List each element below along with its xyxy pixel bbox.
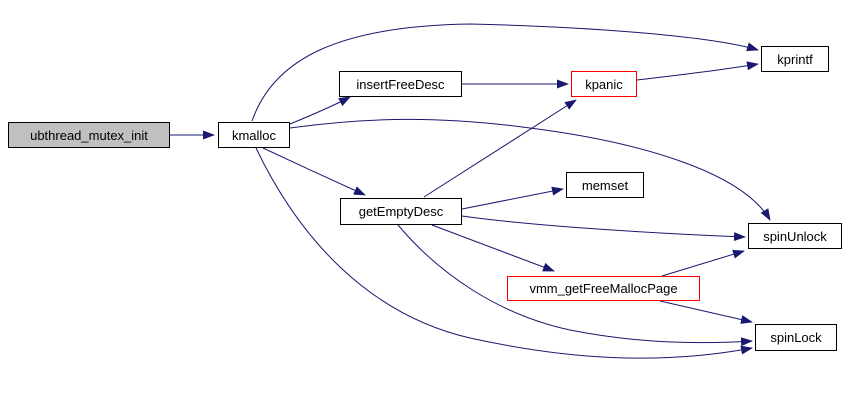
node-vmm_getFreeMallocPage[interactable]: vmm_getFreeMallocPage	[507, 276, 700, 301]
edge-kmalloc-to-getEmptyDesc	[262, 147, 366, 196]
node-getEmptyDesc[interactable]: getEmptyDesc	[340, 198, 462, 225]
edge-vmm_getFreeMallocPage-to-spinLock	[659, 300, 753, 324]
node-kprintf[interactable]: kprintf	[761, 46, 829, 72]
edge-kmalloc-to-insertFreeDesc	[289, 96, 351, 125]
node-label-spinLock: spinLock	[770, 330, 822, 345]
node-kmalloc[interactable]: kmalloc	[218, 122, 290, 148]
node-label-ubthread_mutex_init: ubthread_mutex_init	[30, 127, 148, 143]
edge-kmalloc-to-spinUnlock	[289, 118, 771, 221]
edge-kmalloc-to-spinLock	[255, 147, 753, 359]
node-label-memset: memset	[581, 177, 629, 193]
node-spinLock[interactable]: spinLock	[755, 324, 837, 351]
node-label-kpanic: kpanic	[585, 76, 623, 92]
node-insertFreeDesc[interactable]: insertFreeDesc	[339, 71, 462, 97]
node-label-spinUnlock: spinUnlock	[763, 228, 827, 244]
node-label-kprintf: kprintf	[777, 51, 813, 67]
edge-getEmptyDesc-to-spinLock	[397, 224, 753, 347]
edge-getEmptyDesc-to-memset	[461, 186, 564, 210]
node-memset[interactable]: memset	[566, 172, 644, 198]
node-spinUnlock[interactable]: spinUnlock	[748, 223, 842, 249]
edge-getEmptyDesc-to-spinUnlock	[461, 215, 746, 242]
node-label-getEmptyDesc: getEmptyDesc	[358, 204, 444, 219]
edge-kpanic-to-kprintf	[636, 61, 759, 81]
node-label-kmalloc: kmalloc	[231, 127, 277, 143]
node-label-insertFreeDesc: insertFreeDesc	[356, 76, 445, 92]
edge-getEmptyDesc-to-kpanic	[423, 99, 577, 198]
edge-getEmptyDesc-to-vmm_getFreeMallocPage	[431, 224, 555, 272]
node-kpanic[interactable]: kpanic	[571, 71, 637, 97]
node-label-vmm_getFreeMallocPage: vmm_getFreeMallocPage	[529, 281, 678, 296]
edge-vmm_getFreeMallocPage-to-spinUnlock	[661, 249, 745, 277]
edge-kmalloc-to-kprintf	[251, 23, 759, 122]
node-ubthread_mutex_init: ubthread_mutex_init	[8, 122, 170, 148]
